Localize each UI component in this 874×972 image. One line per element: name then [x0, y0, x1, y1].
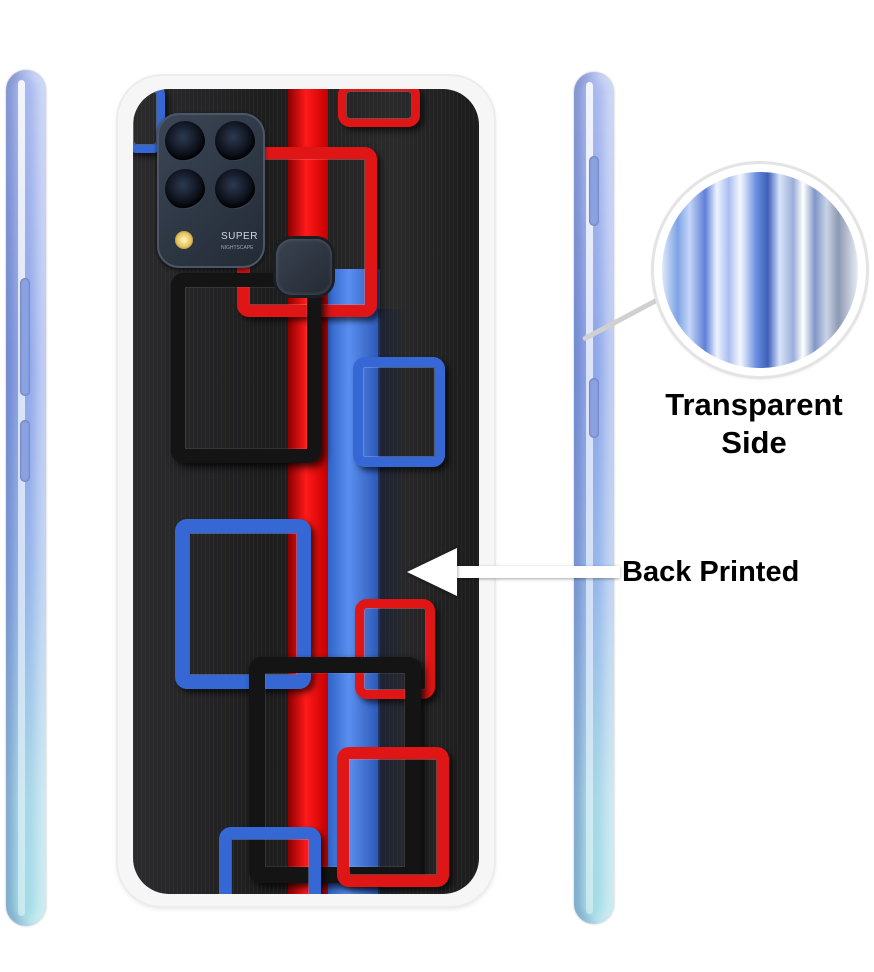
left-side-frame [6, 70, 46, 926]
zoom-circle [654, 164, 866, 376]
camera-flash [175, 231, 193, 249]
blue-square-mid-right [353, 357, 445, 467]
camera-lens-4 [215, 169, 255, 209]
printed-back [133, 89, 479, 894]
fingerprint-sensor [276, 239, 332, 295]
black-square-lower [249, 657, 421, 883]
blue-square-bottom [219, 827, 321, 894]
camera-lens-2 [215, 121, 255, 161]
arrow-left-icon [407, 548, 457, 596]
transparent-label-line2: Side [721, 425, 787, 460]
zoom-transparent-side-detail [662, 172, 858, 368]
transparent-label-line1: Transparent [665, 387, 843, 422]
arrow-shaft [452, 566, 620, 578]
left-volume-button [20, 278, 30, 396]
camera-lens-1 [165, 121, 205, 161]
left-power-button [20, 420, 30, 482]
red-square-mid [355, 599, 435, 699]
back-printed-label: Back Printed [622, 556, 800, 588]
red-band [288, 89, 328, 894]
camera-module: SUPER NIGHTSCAPE [157, 113, 265, 268]
right-side-button-top [589, 156, 599, 226]
camera-lens-3 [165, 169, 205, 209]
black-square-upper [171, 273, 321, 463]
red-square-lower [337, 747, 449, 887]
right-side-button-bottom [589, 378, 599, 438]
blue-square-mid-left [175, 519, 311, 689]
camera-brand-text: SUPER [221, 231, 258, 242]
red-square-top [338, 89, 420, 127]
camera-subtext: NIGHTSCAPE [221, 245, 254, 251]
